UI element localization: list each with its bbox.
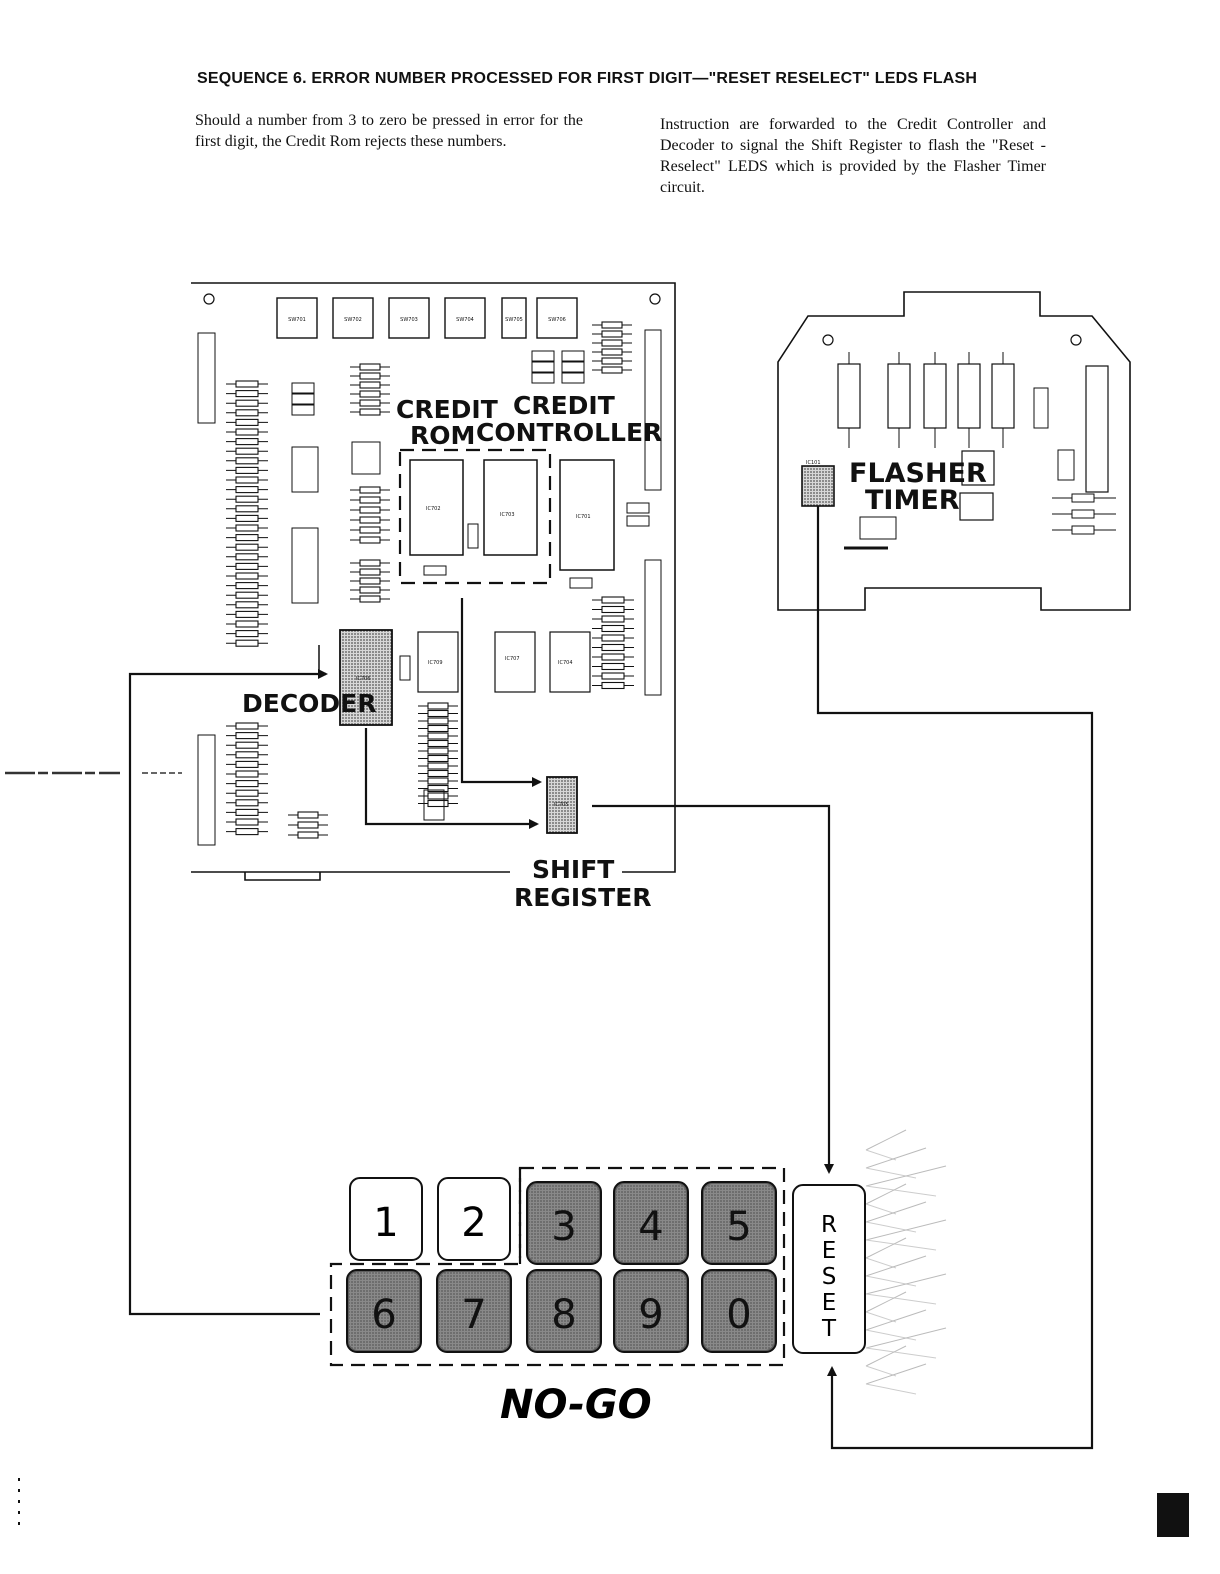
dip-switch-sw702: SW702 bbox=[332, 297, 374, 339]
resistor-bank-left bbox=[226, 380, 268, 647]
reset-flash-glow bbox=[865, 1129, 947, 1395]
svg-text:7: 7 bbox=[461, 1292, 486, 1338]
key-2[interactable]: 2 bbox=[437, 1177, 511, 1261]
svg-text:IC101: IC101 bbox=[806, 460, 821, 466]
svg-text:IC709: IC709 bbox=[428, 660, 443, 666]
svg-text:IC706: IC706 bbox=[356, 676, 371, 682]
paragraph-left: Should a number from 3 to zero be presse… bbox=[195, 112, 583, 150]
keypad-to-decoder-line bbox=[128, 669, 328, 1316]
svg-text:2: 2 bbox=[461, 1200, 486, 1246]
svg-text:SW702: SW702 bbox=[344, 317, 362, 323]
svg-text:0: 0 bbox=[726, 1292, 751, 1338]
label-decoder: DECODER bbox=[242, 689, 377, 718]
svg-text:1: 1 bbox=[373, 1200, 398, 1246]
svg-text:E: E bbox=[822, 1238, 837, 1264]
svg-text:SW705: SW705 bbox=[505, 317, 523, 323]
dip-switch-sw701: SW701 bbox=[276, 297, 318, 339]
label-credit-controller-2: CONTROLLER bbox=[476, 418, 662, 447]
svg-text:3: 3 bbox=[551, 1204, 576, 1250]
dip-switch-sw705: SW705 bbox=[501, 297, 527, 339]
ic101-chip bbox=[801, 465, 835, 507]
svg-text:R: R bbox=[821, 1212, 837, 1238]
flasher-resistors bbox=[837, 352, 1116, 535]
svg-text:SW704: SW704 bbox=[456, 317, 474, 323]
ic707-chip: IC707 bbox=[494, 631, 536, 693]
resistor-bank-right bbox=[592, 321, 634, 690]
ic702-chip: IC702 bbox=[409, 459, 464, 556]
ic705-shift-register-chip: IC705 bbox=[546, 776, 578, 834]
svg-text:IC704: IC704 bbox=[558, 660, 573, 666]
svg-text:IC701: IC701 bbox=[576, 514, 591, 520]
mounting-hole bbox=[649, 293, 661, 305]
paragraph-right: Instruction are forwarded to the Credit … bbox=[660, 116, 1046, 196]
ic706-decoder-chip: IC706 bbox=[339, 629, 393, 726]
svg-text:9: 9 bbox=[638, 1292, 663, 1338]
label-credit-rom: CREDIT bbox=[396, 395, 498, 424]
label-credit-rom-2: ROM bbox=[410, 421, 475, 450]
label-shift-register: SHIFT bbox=[532, 855, 614, 884]
svg-text:T: T bbox=[821, 1316, 837, 1342]
svg-text:SW701: SW701 bbox=[288, 317, 306, 323]
key-5-no-go[interactable]: 5 bbox=[701, 1181, 777, 1265]
svg-text:8: 8 bbox=[551, 1292, 576, 1338]
svg-text:E: E bbox=[822, 1290, 837, 1316]
svg-text:IC705: IC705 bbox=[554, 802, 569, 808]
dip-switch-sw703: SW703 bbox=[388, 297, 430, 339]
svg-text:IC707: IC707 bbox=[505, 656, 520, 662]
ic709-chip: IC709 bbox=[417, 631, 459, 693]
svg-text:5: 5 bbox=[726, 1204, 751, 1250]
svg-text:4: 4 bbox=[638, 1204, 663, 1250]
label-no-go: NO-GO bbox=[500, 1382, 652, 1428]
key-3-no-go[interactable]: 3 bbox=[526, 1181, 602, 1265]
label-timer: TIMER bbox=[865, 485, 960, 516]
label-shift-register-2: REGISTER bbox=[514, 883, 652, 912]
key-0-no-go[interactable]: 0 bbox=[701, 1269, 777, 1353]
svg-text:IC703: IC703 bbox=[500, 512, 515, 518]
label-credit-controller: CREDIT bbox=[513, 391, 615, 420]
reset-key[interactable]: RESET bbox=[792, 1184, 866, 1354]
svg-text:S: S bbox=[822, 1264, 837, 1290]
svg-text:SW703: SW703 bbox=[400, 317, 418, 323]
key-9-no-go[interactable]: 9 bbox=[613, 1269, 689, 1353]
key-4-no-go[interactable]: 4 bbox=[613, 1181, 689, 1265]
svg-text:6: 6 bbox=[371, 1292, 396, 1338]
ic703-chip: IC703 bbox=[483, 459, 538, 556]
flasher-to-reset-line bbox=[816, 506, 1094, 1450]
ic701-chip: IC701 bbox=[559, 459, 615, 571]
resistor-bank-middle bbox=[288, 363, 458, 839]
shift-register-to-reset-line bbox=[592, 804, 834, 1174]
dip-switch-sw704: SW704 bbox=[444, 297, 486, 339]
key-7-no-go[interactable]: 7 bbox=[436, 1269, 512, 1353]
dip-switch-row: SW701 SW702 SW703 SW704 SW705 SW706 bbox=[276, 297, 578, 339]
key-6-no-go[interactable]: 6 bbox=[346, 1269, 422, 1353]
flasher-timer-board: IC101 FLASHER TIMER bbox=[777, 291, 1131, 611]
mounting-hole bbox=[203, 293, 215, 305]
dip-switch-sw706: SW706 bbox=[536, 297, 578, 339]
key-1[interactable]: 1 bbox=[349, 1177, 423, 1261]
key-8-no-go[interactable]: 8 bbox=[526, 1269, 602, 1353]
label-flasher: FLASHER bbox=[849, 458, 987, 489]
svg-text:IC702: IC702 bbox=[426, 506, 441, 512]
logo-mark bbox=[1157, 1493, 1189, 1537]
ic704-chip: IC704 bbox=[549, 631, 591, 693]
page-heading: SEQUENCE 6. ERROR NUMBER PROCESSED FOR F… bbox=[197, 70, 978, 87]
control-board: SW701 SW702 SW703 SW704 SW705 SW706 IC702 bbox=[191, 282, 676, 912]
svg-text:SW706: SW706 bbox=[548, 317, 566, 323]
resistor-bank-lower bbox=[226, 722, 268, 836]
